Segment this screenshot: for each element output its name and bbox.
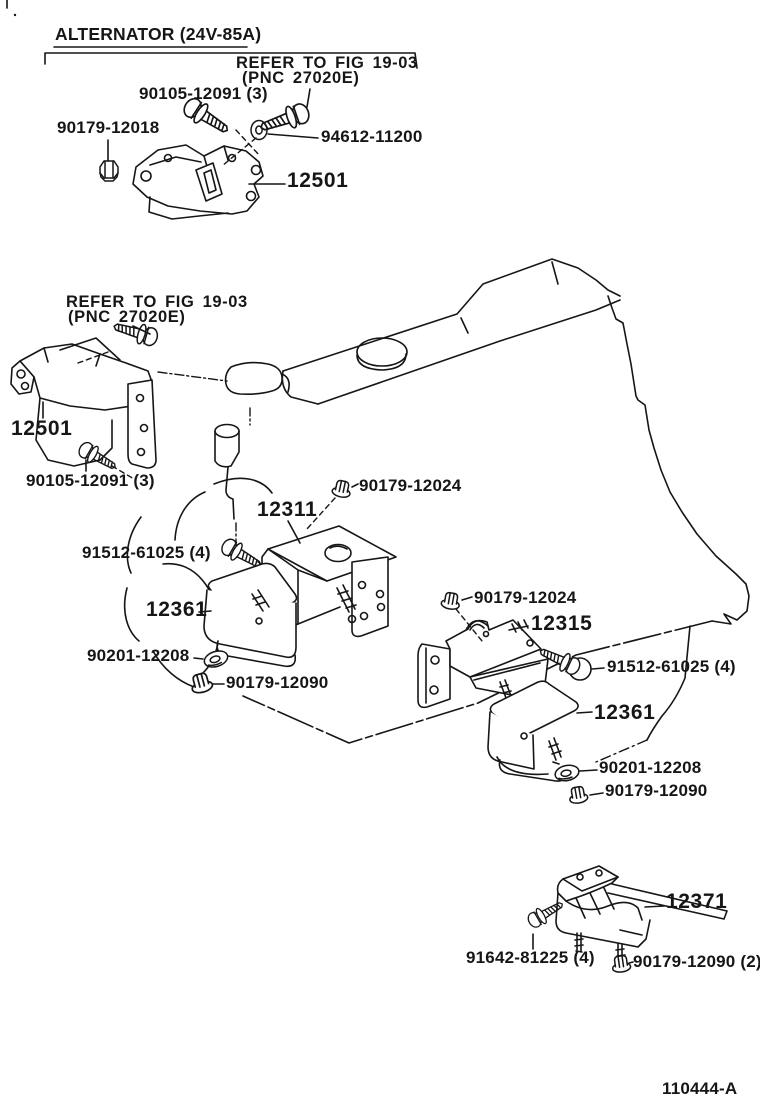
top-assembly-leaders bbox=[107, 88, 319, 185]
alternator-note-bracket bbox=[44, 46, 418, 69]
refer-note-top-line1: REFER TO FIG 19-03 bbox=[236, 54, 418, 72]
nut-90179-12090-left-drawing bbox=[187, 670, 215, 696]
label-part-12315: 12315 bbox=[531, 612, 593, 635]
mid-assembly-leaders bbox=[42, 325, 228, 480]
fan-blades-drawing bbox=[123, 477, 273, 688]
label-washer-94612: 94612-11200 bbox=[321, 127, 423, 146]
page-register-marks bbox=[6, 0, 17, 17]
label-bolt-90105-top: 90105-12091 (3) bbox=[139, 84, 268, 103]
bolt-91642-drawing bbox=[524, 895, 568, 931]
left-pad-leaders bbox=[193, 610, 225, 685]
nut-90179-12024-right-drawing bbox=[439, 590, 462, 612]
label-part-12501-mid: 12501 bbox=[11, 417, 73, 440]
label-part-12371: 12371 bbox=[666, 890, 728, 913]
label-part-12361-left: 12361 bbox=[146, 598, 208, 621]
bolt-90105-12091-mid-drawing bbox=[75, 438, 121, 476]
label-nut-90179-12090-left: 90179-12090 bbox=[226, 673, 329, 692]
nut-90179-12018-drawing bbox=[99, 160, 119, 182]
figure-code: 110444-A bbox=[662, 1079, 738, 1098]
label-nut-90179-12018: 90179-12018 bbox=[57, 118, 160, 137]
washer-90201-right-drawing bbox=[552, 762, 582, 784]
label-washer-90201-right: 90201-12208 bbox=[599, 758, 702, 777]
nut-90179-12024-center-drawing bbox=[330, 478, 354, 500]
label-part-12501-top: 12501 bbox=[287, 169, 349, 192]
bracket-12501-mid-drawing bbox=[10, 337, 157, 469]
mount-12371-drawing bbox=[555, 865, 728, 961]
refer-note-mid-line1: REFER TO FIG 19-03 bbox=[66, 293, 248, 311]
engine-outline bbox=[214, 258, 750, 763]
nut-90179-12090-bottom-drawing bbox=[610, 954, 632, 974]
washer-90201-left-drawing bbox=[201, 647, 231, 671]
label-bolt-90105-mid: 90105-12091 (3) bbox=[26, 471, 155, 490]
label-washer-90201-left: 90201-12208 bbox=[87, 646, 190, 665]
label-part-12361-right: 12361 bbox=[594, 701, 656, 724]
label-bolt-91512-left: 91512-61025 (4) bbox=[82, 543, 211, 562]
label-nut-90179-12024-right: 90179-12024 bbox=[474, 588, 577, 607]
insulator-12361-left-drawing bbox=[203, 562, 298, 668]
label-nut-90179-12090-bottom: 90179-12090 (2) bbox=[633, 952, 760, 971]
alternator-note: ALTERNATOR (24V-85A) bbox=[55, 24, 262, 44]
bracket-12501-top-drawing bbox=[132, 144, 264, 220]
label-bolt-91512-right: 91512-61025 (4) bbox=[607, 657, 736, 676]
bottom-assembly-leaders bbox=[532, 905, 665, 964]
label-part-12311: 12311 bbox=[257, 498, 318, 521]
label-nut-90179-12090-right: 90179-12090 bbox=[605, 781, 708, 800]
refer-note-top-line2: (PNC 27020E) bbox=[242, 69, 360, 87]
label-nut-90179-12024-center: 90179-12024 bbox=[359, 476, 462, 495]
nut-90179-12090-right-drawing bbox=[567, 784, 590, 806]
label-bolt-91642: 91642-81225 (4) bbox=[466, 948, 595, 967]
right-pad-leaders bbox=[576, 711, 604, 796]
refer-note-mid-line2: (PNC 27020E) bbox=[68, 308, 186, 326]
